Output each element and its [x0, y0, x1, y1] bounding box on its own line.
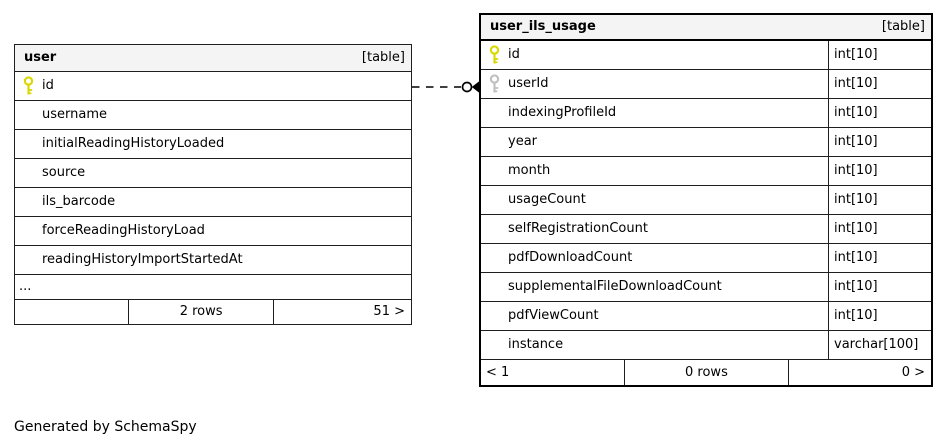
table-row[interactable]: ils_barcode [15, 188, 411, 217]
column-type-cell: int[10] [828, 243, 931, 272]
footer-rowcount-cell: 0 rows [623, 359, 790, 385]
column-name-cell[interactable]: readingHistoryImportStartedAt [15, 246, 411, 274]
table-row[interactable]: pdfDownloadCount int[10] [481, 243, 931, 273]
fk-relationship-connector [412, 80, 480, 94]
ellipsis-label: ... [19, 279, 32, 294]
table-footer: 2 rows 51 > [15, 299, 411, 324]
column-name: forceReadingHistoryLoad [42, 223, 205, 238]
column-name-cell[interactable]: source [15, 159, 411, 187]
column-name-cell[interactable]: pdfViewCount [481, 302, 828, 330]
table-row[interactable]: selfRegistrationCount int[10] [481, 214, 931, 244]
footer-parents-cell: < 1 [486, 364, 510, 380]
column-name-cell[interactable]: username [15, 101, 411, 129]
column-name-cell[interactable]: id [481, 41, 828, 69]
column-name: pdfDownloadCount [508, 250, 633, 265]
table-row[interactable]: indexingProfileId int[10] [481, 98, 931, 128]
column-type-cell: int[10] [828, 98, 931, 127]
column-name: userId [508, 76, 549, 91]
table-footer: < 1 0 rows 0 > [481, 359, 931, 385]
table-node-user[interactable]: user [table] id username initialReadingH… [14, 44, 412, 325]
table-row[interactable]: forceReadingHistoryLoad [15, 217, 411, 246]
table-row[interactable]: id [15, 72, 411, 101]
column-type-cell: varchar[100] [828, 330, 931, 359]
generator-credit-label: Generated by SchemaSpy [14, 419, 197, 435]
column-name: instance [508, 337, 564, 352]
table-row[interactable]: readingHistoryImportStartedAt [15, 246, 411, 275]
column-name: indexingProfileId [508, 105, 617, 120]
column-name-cell[interactable]: usageCount [481, 186, 828, 214]
table-row[interactable]: month int[10] [481, 156, 931, 186]
column-name: id [42, 78, 54, 93]
column-type-cell: int[10] [828, 214, 931, 243]
column-name: id [508, 47, 520, 62]
table-row[interactable]: instance varchar[100] [481, 330, 931, 360]
column-name: supplementalFileDownloadCount [508, 279, 722, 294]
column-type-cell: int[10] [828, 185, 931, 214]
column-name: ils_barcode [42, 194, 116, 209]
column-type-cell: int[10] [828, 40, 931, 69]
column-name: usageCount [508, 192, 586, 207]
table-row[interactable]: id int[10] [481, 40, 931, 70]
column-name-cell[interactable]: ils_barcode [15, 188, 411, 216]
column-name-cell[interactable]: id [15, 72, 411, 100]
relationship-circle-end [461, 81, 473, 93]
table-node-user-ils-usage[interactable]: user_ils_usage [table] id int[10] [479, 13, 933, 387]
primary-key-icon [489, 45, 500, 63]
foreign-key-icon [489, 74, 500, 92]
column-name: pdfViewCount [508, 308, 599, 323]
column-name: source [42, 165, 86, 180]
footer-rowcount-cell: 2 rows [127, 299, 275, 324]
column-type-cell: int[10] [828, 156, 931, 185]
table-row[interactable]: userId int[10] [481, 69, 931, 99]
column-name-cell[interactable]: pdfDownloadCount [481, 244, 828, 272]
table-title[interactable]: user [24, 50, 57, 66]
table-type-badge: [table] [361, 50, 405, 66]
primary-key-icon [23, 76, 34, 94]
truncated-columns-indicator: ... [15, 275, 411, 300]
footer-children-cell: 0 > [901, 364, 925, 380]
table-row[interactable]: pdfViewCount int[10] [481, 301, 931, 331]
column-type-cell: int[10] [828, 69, 931, 98]
column-name-cell[interactable]: userId [481, 70, 828, 98]
footer-children-cell: 51 > [373, 304, 405, 319]
table-header[interactable]: user [table] [15, 45, 411, 72]
column-name-cell[interactable]: year [481, 128, 828, 156]
table-type-badge: [table] [881, 19, 925, 35]
table-title[interactable]: user_ils_usage [490, 19, 596, 35]
table-row[interactable]: year int[10] [481, 127, 931, 157]
column-name: year [508, 134, 538, 149]
column-name-cell[interactable]: month [481, 157, 828, 185]
column-name-cell[interactable]: forceReadingHistoryLoad [15, 217, 411, 245]
column-name: selfRegistrationCount [508, 221, 648, 236]
column-name-cell[interactable]: selfRegistrationCount [481, 215, 828, 243]
column-name-cell[interactable]: indexingProfileId [481, 99, 828, 127]
table-row[interactable]: username [15, 101, 411, 130]
table-row[interactable]: initialReadingHistoryLoaded [15, 130, 411, 159]
column-type-cell: int[10] [828, 127, 931, 156]
table-header[interactable]: user_ils_usage [table] [481, 15, 931, 41]
column-name: readingHistoryImportStartedAt [42, 252, 243, 267]
footer-parents-cell [15, 300, 128, 324]
column-name-cell[interactable]: instance [481, 331, 828, 359]
column-name: month [508, 163, 551, 178]
table-row[interactable]: usageCount int[10] [481, 185, 931, 215]
column-type-cell: int[10] [828, 272, 931, 301]
table-row[interactable]: supplementalFileDownloadCount int[10] [481, 272, 931, 302]
column-name-cell[interactable]: initialReadingHistoryLoaded [15, 130, 411, 158]
column-name-cell[interactable]: supplementalFileDownloadCount [481, 273, 828, 301]
column-name: username [42, 107, 107, 122]
column-type-cell: int[10] [828, 301, 931, 330]
relationship-arrowhead [471, 80, 480, 94]
table-row[interactable]: source [15, 159, 411, 188]
column-name: initialReadingHistoryLoaded [42, 136, 225, 151]
